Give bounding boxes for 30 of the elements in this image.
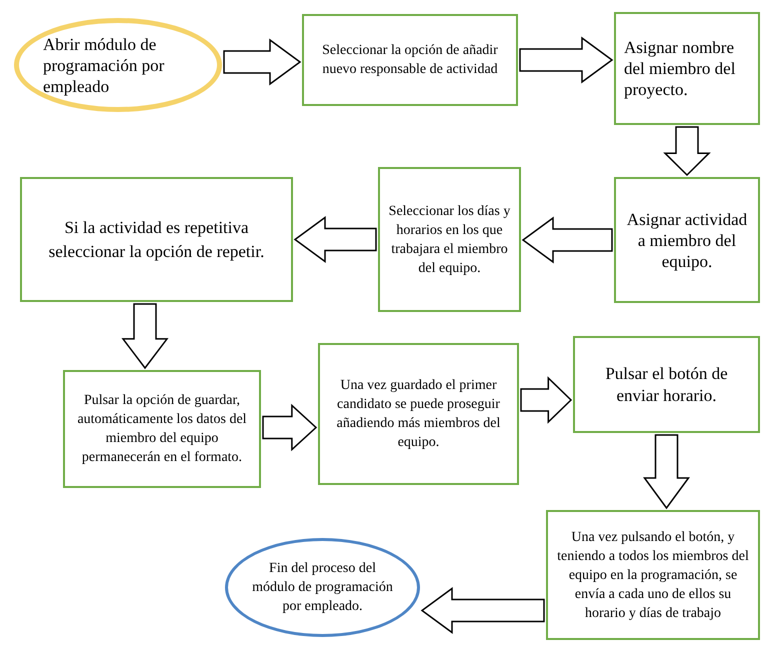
process-box [573,336,760,433]
step-text: Asignar actividad a miembro del equipo. [626,208,748,272]
process-box [614,12,760,125]
step-text: Una vez guardado el primer candidato se puede proseguir añadiendo más miembros del equipo. [336,377,502,452]
block-arrow [294,216,377,263]
step-text: Seleccionar la opción de añadir nuevo responsable de actividad [321,42,499,79]
process-box [63,370,261,488]
process-box [378,167,521,312]
step-text: Pulsar la opción de guardar, automáticamente los datos del miembro del equipo permanecerán en el formato. [76,392,248,467]
block-arrow [520,376,572,424]
step-text: Una vez pulsando el botón, y teniendo a todos los miembros del equipo en la programación, se envía a cada uno de ellos su horario y días de trabajo [556,528,750,622]
step-text: Seleccionar los días y horarios en los que trabajara el miembro del equipo. [388,202,511,278]
step-text: Fin del proceso del módulo de programación por empleado. [252,560,393,616]
process-box [20,177,293,302]
step-text: Pulsar el botón de enviar horario. [604,362,729,406]
process-box [318,343,519,485]
step-text: Abrir módulo de programación por empleado [43,34,166,96]
process-box [546,510,760,640]
block-arrow [663,126,711,176]
block-arrow [522,216,613,264]
block-arrow [420,587,545,634]
block-arrow [519,36,614,84]
block-arrow [262,404,318,452]
process-box [614,177,760,303]
step-text: Si la actividad es repetitiva seleccionar la opción de repetir. [48,216,266,263]
step-text: Asignar nombre del miembro del proyecto. [624,37,736,100]
block-arrow [122,303,168,370]
block-arrow [223,38,302,86]
block-arrow [643,434,690,510]
process-box [302,14,518,106]
